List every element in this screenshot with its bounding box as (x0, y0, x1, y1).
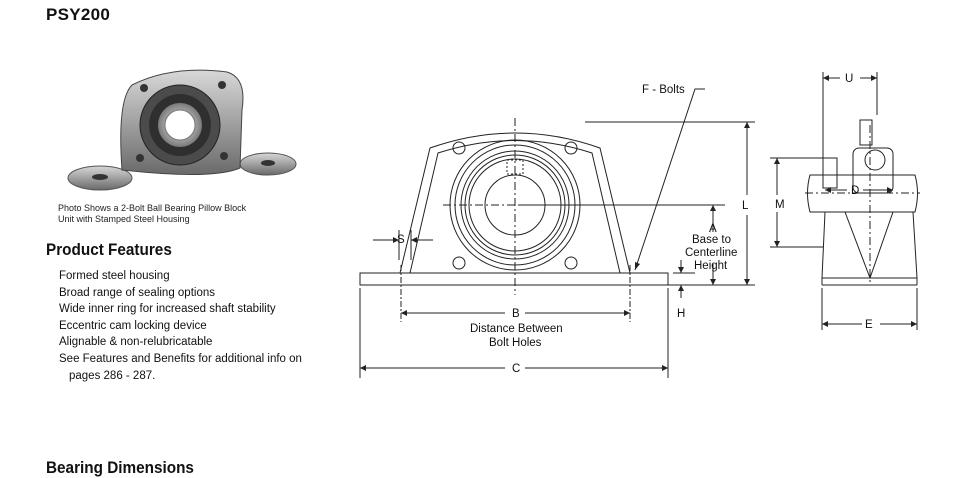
page-title: PSY200 (46, 5, 111, 24)
label-u: U (845, 73, 853, 85)
pillow-block-photo (67, 69, 297, 191)
shaft (807, 174, 918, 213)
feature-item: Alignable & non-relubricatable (59, 336, 213, 349)
label-a-desc-3: Height (694, 260, 728, 272)
label-f-bolts: F - Bolts (642, 84, 685, 96)
feature-item: See Features and Benefits for additional… (59, 352, 302, 365)
label-d: D (851, 185, 859, 197)
front-view-drawing: F - Bolts S A Base to Centerline Height … (359, 84, 755, 378)
feature-item: Eccentric cam locking device (59, 319, 207, 332)
feature-item: Broad range of sealing options (59, 286, 215, 299)
label-h: H (677, 308, 685, 320)
feature-item: Formed steel housing (59, 270, 170, 282)
dimensions-heading: Bearing Dimensions (46, 458, 194, 477)
label-b-desc-2: Bolt Holes (489, 337, 542, 349)
label-e: E (865, 319, 873, 331)
side-view-drawing: U M D E (770, 72, 920, 331)
photo-caption: Photo Shows a 2-Bolt Ball Bearing Pillow… (58, 203, 247, 224)
label-m: M (775, 199, 785, 211)
label-a: A (709, 223, 717, 235)
feature-item: Wide inner ring for increased shaft stab… (59, 303, 276, 316)
housing-outline (399, 132, 631, 274)
label-b-desc-1: Distance Between (470, 323, 563, 335)
label-a-desc-1: Base to (692, 234, 731, 246)
features-heading: Product Features (46, 240, 172, 259)
base-plate (359, 272, 669, 286)
label-a-desc-2: Centerline (685, 247, 737, 259)
label-b: B (512, 308, 520, 320)
label-s: S (397, 234, 405, 246)
feature-item: pages 286 - 287. (69, 369, 156, 382)
features-list: Formed steel housing Broad range of seal… (59, 268, 302, 384)
label-l: L (742, 200, 749, 212)
label-c: C (512, 363, 520, 375)
